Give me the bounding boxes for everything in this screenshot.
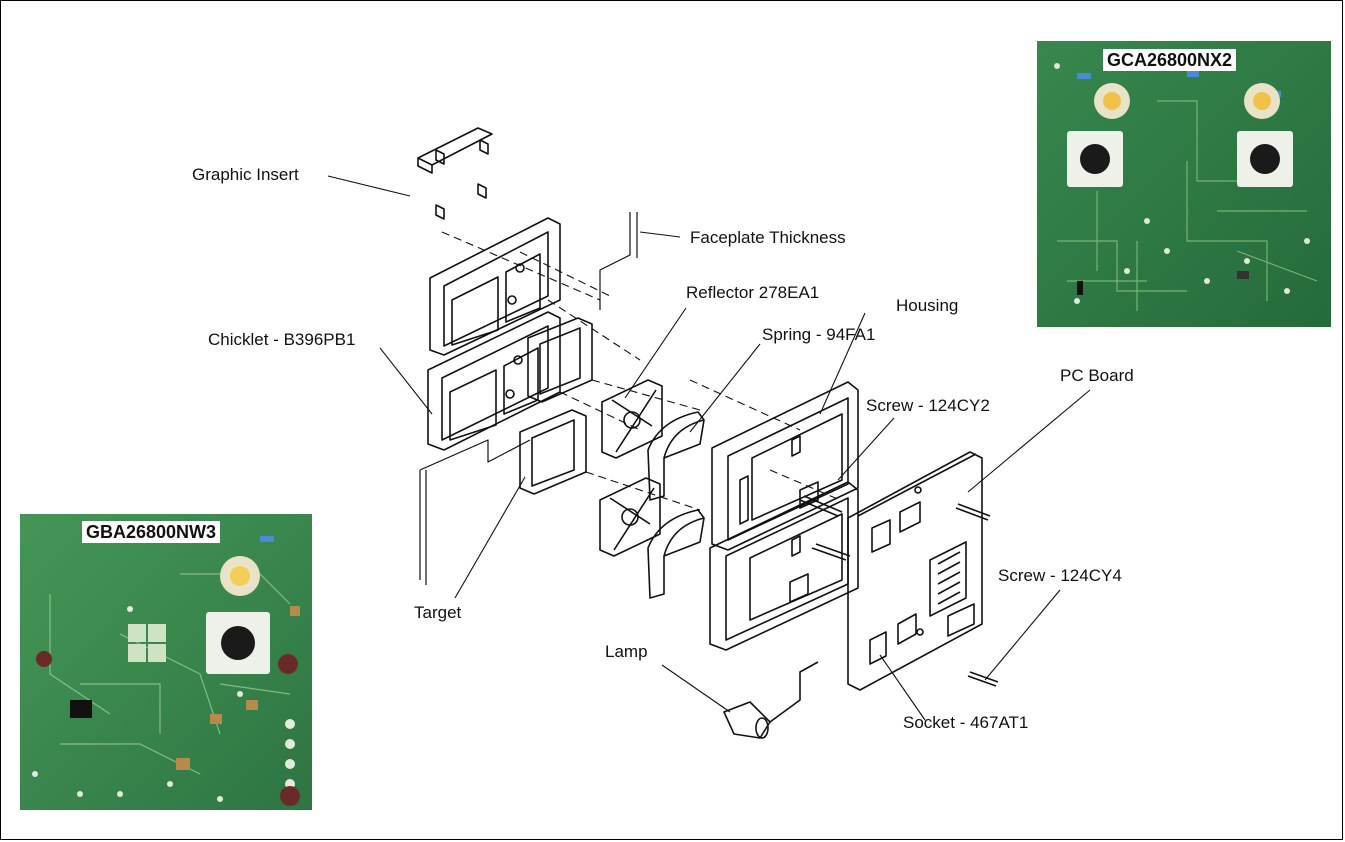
label-screw-124cy2: Screw - 124CY2 <box>866 396 990 415</box>
screws-124cy4 <box>955 503 999 687</box>
graphic-insert-part <box>417 127 493 220</box>
label-socket: Socket - 467AT1 <box>903 713 1029 732</box>
label-lamp: Lamp <box>605 642 648 661</box>
label-graphic-insert: Graphic Insert <box>192 165 299 184</box>
pcb-photo-top-right-image <box>1037 41 1331 327</box>
label-screw-124cy4: Screw - 124CY4 <box>998 566 1122 585</box>
faceplate-outline <box>419 212 638 585</box>
leader-lines <box>327 175 1091 721</box>
pc-board-part <box>847 451 983 691</box>
label-housing: Housing <box>896 296 959 315</box>
label-reflector: Reflector 278EA1 <box>686 283 820 302</box>
label-chicklet: Chicklet - B396PB1 <box>208 330 356 349</box>
pcb-photo-bottom-left: GBA26800NW3 <box>20 514 312 810</box>
pcb-photo-bottom-left-image <box>20 514 312 810</box>
reflector-parts <box>599 379 663 557</box>
spring-parts <box>647 411 705 599</box>
chicklet-upper <box>429 217 561 356</box>
pcb-tag-top-right: GCA26800NX2 <box>1103 49 1237 71</box>
label-faceplate-thickness: Faceplate Thickness <box>690 228 846 247</box>
lamp-part <box>723 661 819 739</box>
housing-upper <box>711 381 859 551</box>
pcb-tag-bottom-left: GBA26800NW3 <box>82 521 221 543</box>
screws-124cy2 <box>799 495 851 561</box>
label-pc-board: PC Board <box>1060 366 1134 385</box>
alignment-lines <box>441 231 841 511</box>
pcb-photo-top-right: GCA26800NX2 <box>1037 41 1331 327</box>
label-spring: Spring - 94FA1 <box>762 325 876 344</box>
label-target: Target <box>414 603 462 622</box>
housing-lower <box>709 481 859 651</box>
